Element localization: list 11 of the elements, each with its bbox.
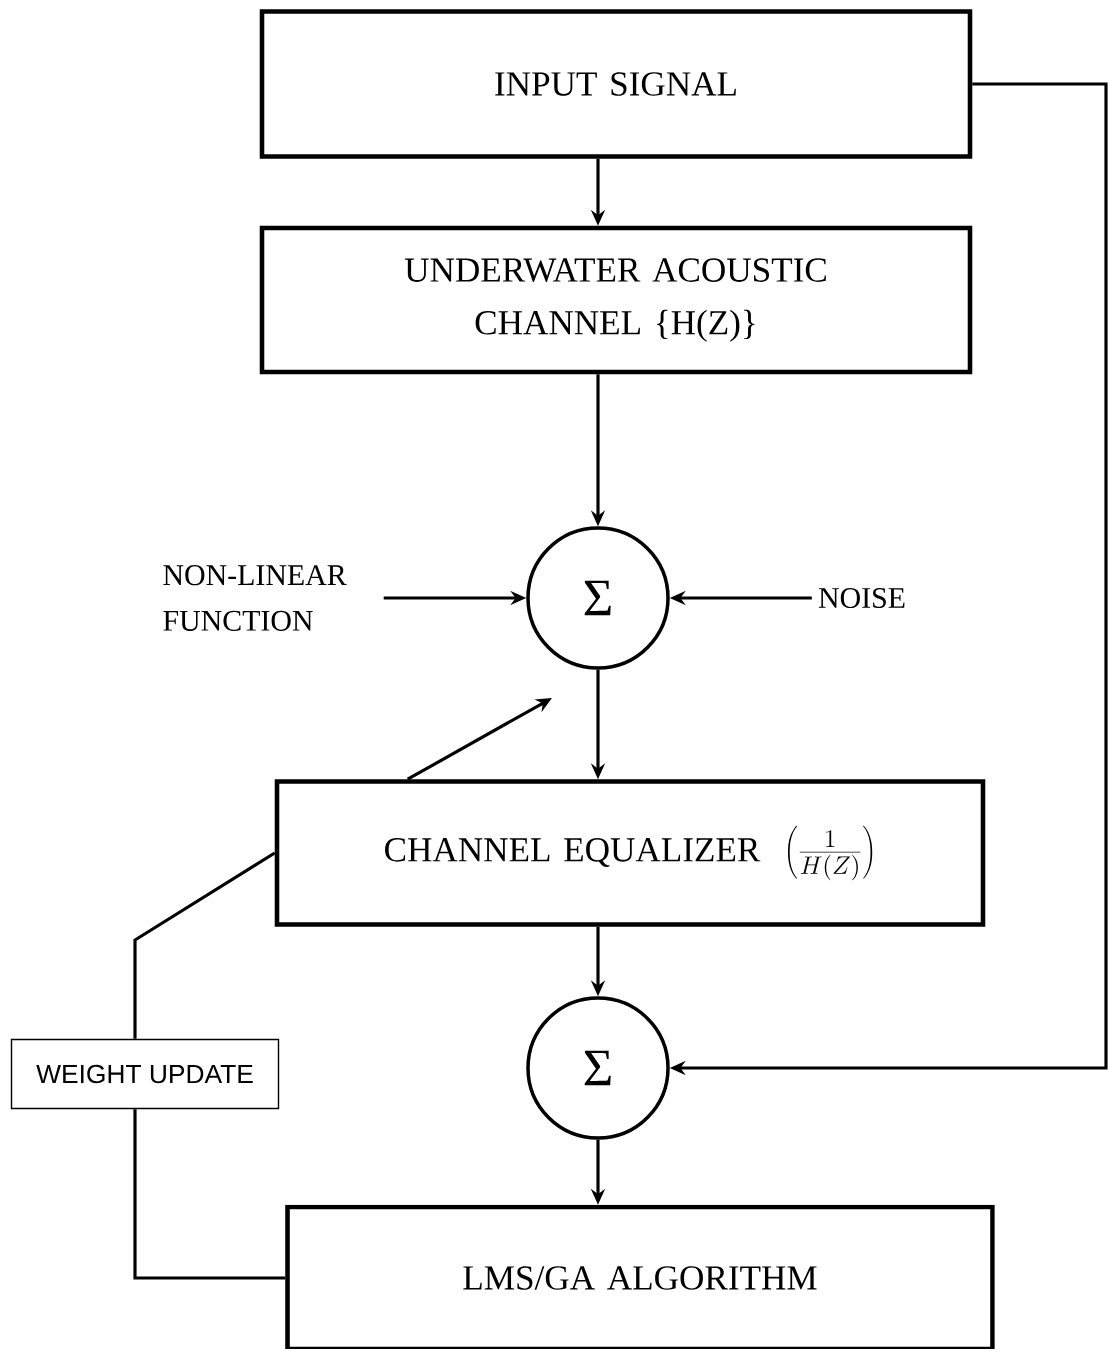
summing-junction: Σ: [526, 526, 670, 670]
process-box: INPUT SIGNAL: [259, 9, 973, 159]
process-box: LMS/GA ALGORITHM: [285, 1204, 995, 1349]
input-label: NOISE: [818, 587, 905, 609]
connector-line: [133, 1109, 286, 1280]
process-box: CHANNEL EQUALIZER $\left(\frac{1}{H(Z)}\right)$: [274, 779, 986, 927]
process-box: UNDERWATER ACOUSTIC CHANNEL {H(Z)}: [259, 225, 973, 375]
input-label: NON-LINEAR FUNCTION: [163, 565, 347, 631]
connector-line: [133, 851, 276, 1039]
label-box: WEIGHT UPDATE: [10, 1038, 280, 1110]
summing-junction: Σ: [526, 996, 670, 1140]
